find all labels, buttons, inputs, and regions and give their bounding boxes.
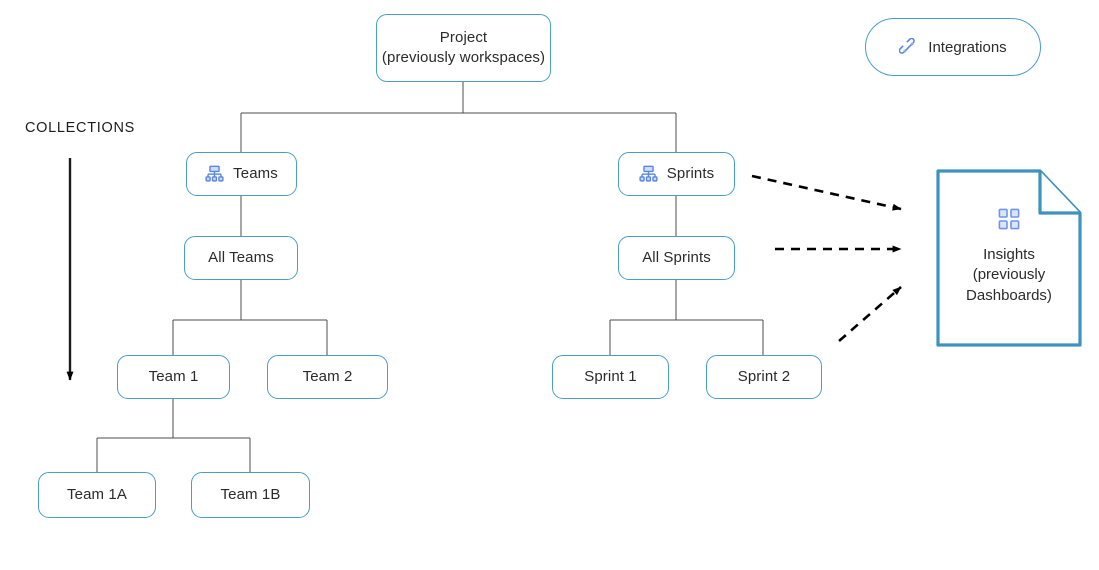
node-all-teams[interactable]: All Teams: [184, 236, 298, 280]
node-team-1[interactable]: Team 1: [117, 355, 230, 399]
edge-sprint1-to-insights: [838, 286, 902, 342]
node-project[interactable]: Project (previously workspaces): [376, 14, 551, 82]
node-teams[interactable]: Teams: [186, 152, 297, 196]
document-shape: [936, 169, 1082, 347]
node-sprint-2-label: Sprint 2: [737, 368, 791, 386]
node-team-2-label: Team 2: [302, 368, 353, 386]
node-team-1-label: Team 1: [148, 368, 199, 386]
dashboard-grid-icon: [997, 207, 1021, 231]
collections-label: COLLECTIONS: [25, 120, 136, 136]
node-team-1a[interactable]: Team 1A: [38, 472, 156, 518]
node-all-sprints[interactable]: All Sprints: [618, 236, 735, 280]
node-sprint-2[interactable]: Sprint 2: [706, 355, 822, 399]
node-team-1b[interactable]: Team 1B: [191, 472, 310, 518]
org-chart-icon: [205, 165, 224, 184]
node-insights[interactable]: Insights (previously Dashboards): [936, 169, 1082, 347]
node-all-teams-label: All Teams: [208, 249, 274, 267]
node-team-2[interactable]: Team 2: [267, 355, 388, 399]
node-project-label: Project (previously workspaces): [381, 29, 546, 66]
node-team-1a-label: Team 1A: [67, 486, 127, 504]
integrations-link-icon: [899, 37, 918, 57]
node-integrations-label: Integrations: [928, 38, 1007, 56]
node-sprints[interactable]: Sprints: [618, 152, 735, 196]
edge-sprints-to-insights: [751, 174, 902, 211]
node-integrations[interactable]: Integrations: [865, 18, 1041, 76]
node-insights-label: Insights (previously Dashboards): [966, 246, 1052, 304]
node-sprint-1-label: Sprint 1: [584, 368, 637, 386]
node-team-1b-label: Team 1B: [220, 486, 281, 504]
node-all-sprints-label: All Sprints: [642, 249, 711, 267]
node-sprint-1[interactable]: Sprint 1: [552, 355, 669, 399]
org-chart-icon: [639, 165, 658, 184]
node-sprints-label: Sprints: [666, 165, 715, 183]
node-teams-label: Teams: [233, 165, 278, 183]
